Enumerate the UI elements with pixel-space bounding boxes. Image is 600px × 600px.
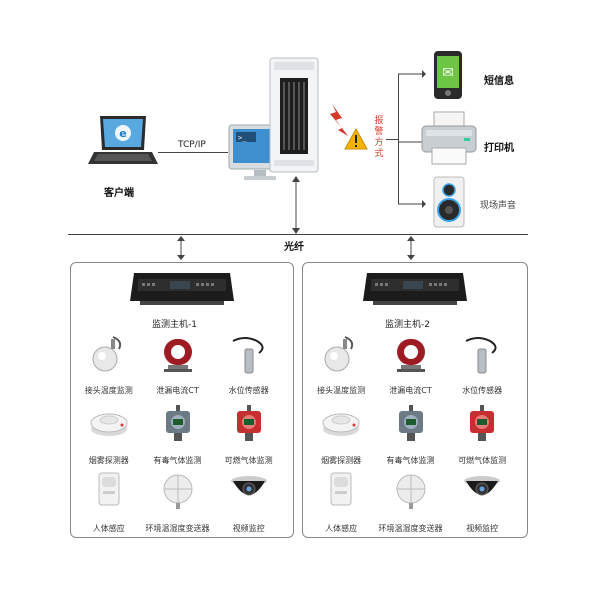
device-label: 环境温湿度变送器	[145, 524, 210, 533]
client-label: 客户端	[104, 188, 134, 199]
device-label: 接头温度监测	[317, 386, 366, 395]
speaker-icon	[433, 176, 465, 228]
device-label: 可燃气体监测	[458, 456, 507, 465]
server-bus-link	[292, 176, 300, 234]
warning-icon	[344, 127, 368, 150]
output-label-sms: 短信息	[484, 76, 514, 87]
tcp-link	[158, 152, 228, 153]
device-label: 视频监控	[232, 524, 265, 533]
device-label: 环境温湿度变送器	[378, 524, 443, 533]
device-label: 有毒气体监测	[386, 456, 435, 465]
alarm-bracket	[398, 74, 399, 204]
svg-text:>_: >_	[238, 134, 247, 142]
host-label: 监测主机-2	[385, 320, 430, 330]
server-icon	[269, 57, 319, 173]
monitoring-panel-1: 监测主机-1 接头温度监测 泄漏电流CT 水位传感器烟雾探测器 有毒气体监测 可燃气体监测…	[70, 262, 294, 538]
svg-text:e: e	[119, 127, 126, 140]
printer-icon	[421, 111, 477, 165]
device-label: 水位传感器	[462, 386, 503, 395]
svg-text:✉: ✉	[442, 65, 454, 81]
monitoring-panel-2: 监测主机-2 接头温度监测 泄漏电流CT 水位传感器烟雾探测器 有毒气体监测 可燃气体监测…	[302, 262, 528, 538]
device-label: 泄漏电流CT	[389, 386, 432, 395]
fiber-label: 光纤	[284, 242, 304, 253]
device-label: 烟雾探测器	[88, 456, 129, 465]
phone-icon: ✉	[434, 51, 462, 99]
output-arrow-sms	[398, 70, 426, 78]
protocol-label: TCP/IP	[178, 140, 206, 150]
bus-arrow-1	[177, 236, 185, 260]
output-label-speaker: 现场声音	[480, 201, 517, 211]
alarm-label: 报警方式	[374, 116, 384, 159]
device-label: 视频监控	[466, 524, 499, 533]
output-label-printer: 打印机	[484, 143, 514, 154]
host-label: 监测主机-1	[152, 320, 197, 330]
device-label: 水位传感器	[228, 386, 269, 395]
laptop-icon: e	[88, 116, 158, 164]
device-label: 人体感应	[92, 524, 125, 533]
lightning-icon	[330, 104, 348, 136]
bus-arrow-2	[407, 236, 415, 260]
device-label: 人体感应	[325, 524, 358, 533]
device-label: 烟雾探测器	[321, 456, 362, 465]
fiber-bus	[68, 234, 528, 235]
device-label: 有毒气体监测	[153, 456, 202, 465]
device-label: 泄漏电流CT	[156, 386, 199, 395]
output-arrow-speaker	[398, 200, 426, 208]
device-label: 接头温度监测	[84, 386, 133, 395]
device-label: 可燃气体监测	[224, 456, 273, 465]
